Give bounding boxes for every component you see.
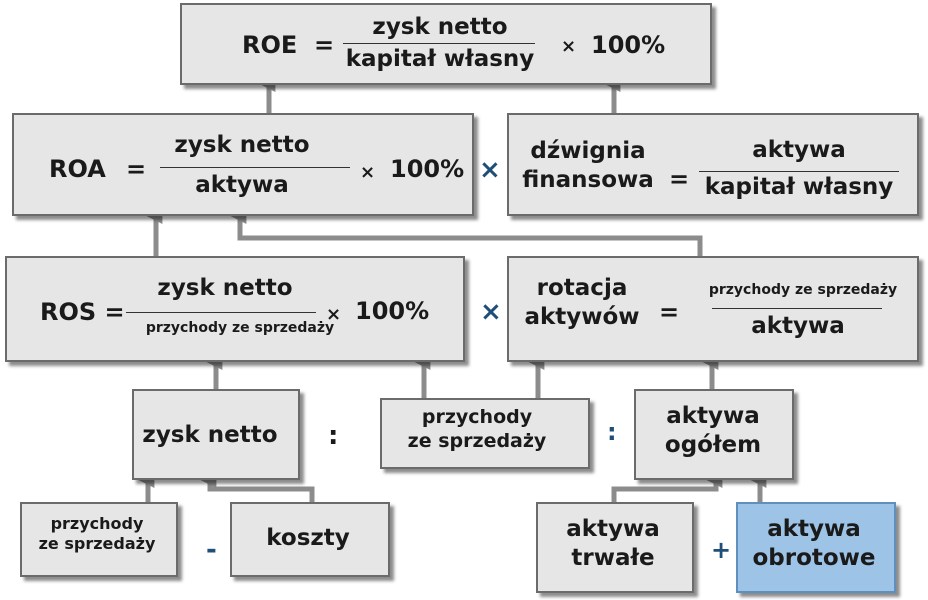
roe-box (180, 3, 712, 85)
roa-denominator: aktywa (195, 172, 289, 198)
przychody-bottom-line2: ze sprzedaży (38, 534, 156, 553)
roa-numerator: zysk netto (174, 132, 310, 158)
arrow-koszty-to-zysk (200, 471, 315, 502)
dzwignia-denominator: kapitał własny (704, 174, 894, 200)
przychody-mid-line2: ze sprzedaży (407, 429, 547, 452)
rotacja-denominator: aktywa (751, 313, 845, 339)
przychody-mid-label: przychody ze sprzedaży (408, 406, 547, 454)
przychody-mid-box (380, 398, 590, 469)
przychody-bottom-label: przychody ze sprzedaży (39, 514, 156, 554)
aktywa-obrotowe-label: aktywa obrotowe (752, 515, 875, 573)
dzwignia-label-line2: finansowa (522, 166, 654, 193)
roa-fraction-bar (160, 167, 350, 168)
zysk-netto-label: zysk netto (142, 422, 278, 448)
arrow-trwale-to-ogolem (611, 471, 723, 502)
aktywa-trwale-line1: aktywa (566, 516, 660, 542)
dzwignia-fraction-bar (699, 171, 899, 172)
ros-percent: 100% (355, 297, 430, 325)
roe-equals: = (314, 31, 335, 59)
rotacja-label-line1: rotacja (536, 275, 628, 301)
ros-fraction-bar (126, 312, 316, 313)
arrow-rotacja-to-roa (230, 207, 703, 256)
aktywa-trwale-box (536, 502, 694, 593)
roa-equals: = (126, 155, 147, 183)
dzwignia-box (507, 113, 919, 216)
aktywa-trwale-line2: trwałe (571, 544, 655, 571)
rotacja-box (507, 256, 919, 362)
aktywa-ogolem-line1: aktywa (666, 403, 760, 429)
roe-fraction-bar (343, 43, 535, 44)
roa-percent: 100% (390, 155, 465, 183)
operator-divide-right: : (607, 418, 617, 446)
przychody-bottom-box (20, 502, 178, 577)
aktywa-ogolem-box (634, 389, 794, 480)
ros-label: ROS = (40, 298, 125, 326)
aktywa-ogolem-line2: ogółem (664, 431, 762, 458)
aktywa-obrotowe-box (736, 502, 896, 593)
rotacja-label-line2: aktywów (524, 303, 640, 330)
roe-times: × (561, 36, 577, 57)
roa-label: ROA (49, 155, 106, 183)
aktywa-obrotowe-line1: aktywa (767, 516, 861, 542)
rotacja-label: rotacja aktywów (524, 274, 639, 332)
dzwignia-label: dźwignia finansowa (522, 137, 654, 195)
roe-label: ROE (242, 31, 298, 59)
rotacja-equals: = (659, 298, 680, 326)
ros-numerator: zysk netto (157, 275, 293, 301)
operator-multiply-row3: × (480, 297, 502, 327)
aktywa-trwale-label: aktywa trwałe (566, 515, 660, 573)
koszty-label: koszty (266, 525, 350, 551)
przychody-bottom-line1: przychody (50, 514, 144, 533)
roe-numerator: zysk netto (372, 14, 508, 40)
dzwignia-numerator: aktywa (752, 137, 846, 163)
operator-divide-left: : (328, 421, 339, 451)
zysk-netto-box (132, 389, 300, 480)
roe-denominator: kapitał własny (345, 46, 535, 72)
przychody-mid-line1: przychody (421, 406, 533, 428)
roa-times: × (360, 162, 376, 183)
operator-minus: - (206, 535, 217, 565)
rotacja-numerator: przychody ze sprzedaży (708, 282, 898, 298)
koszty-box (230, 502, 390, 577)
ros-box (5, 256, 465, 362)
dzwignia-equals: = (669, 165, 690, 193)
dzwignia-label-line1: dźwignia (530, 138, 646, 164)
roe-percent: 100% (591, 31, 666, 59)
operator-plus: + (711, 536, 732, 564)
ros-times: × (326, 304, 342, 325)
aktywa-ogolem-label: aktywa ogółem (665, 402, 761, 460)
operator-multiply-row2: × (479, 155, 501, 185)
ros-denominator: przychody ze sprzedaży (145, 320, 335, 336)
rotacja-fraction-bar (712, 308, 882, 309)
aktywa-obrotowe-line2: obrotowe (752, 544, 876, 571)
